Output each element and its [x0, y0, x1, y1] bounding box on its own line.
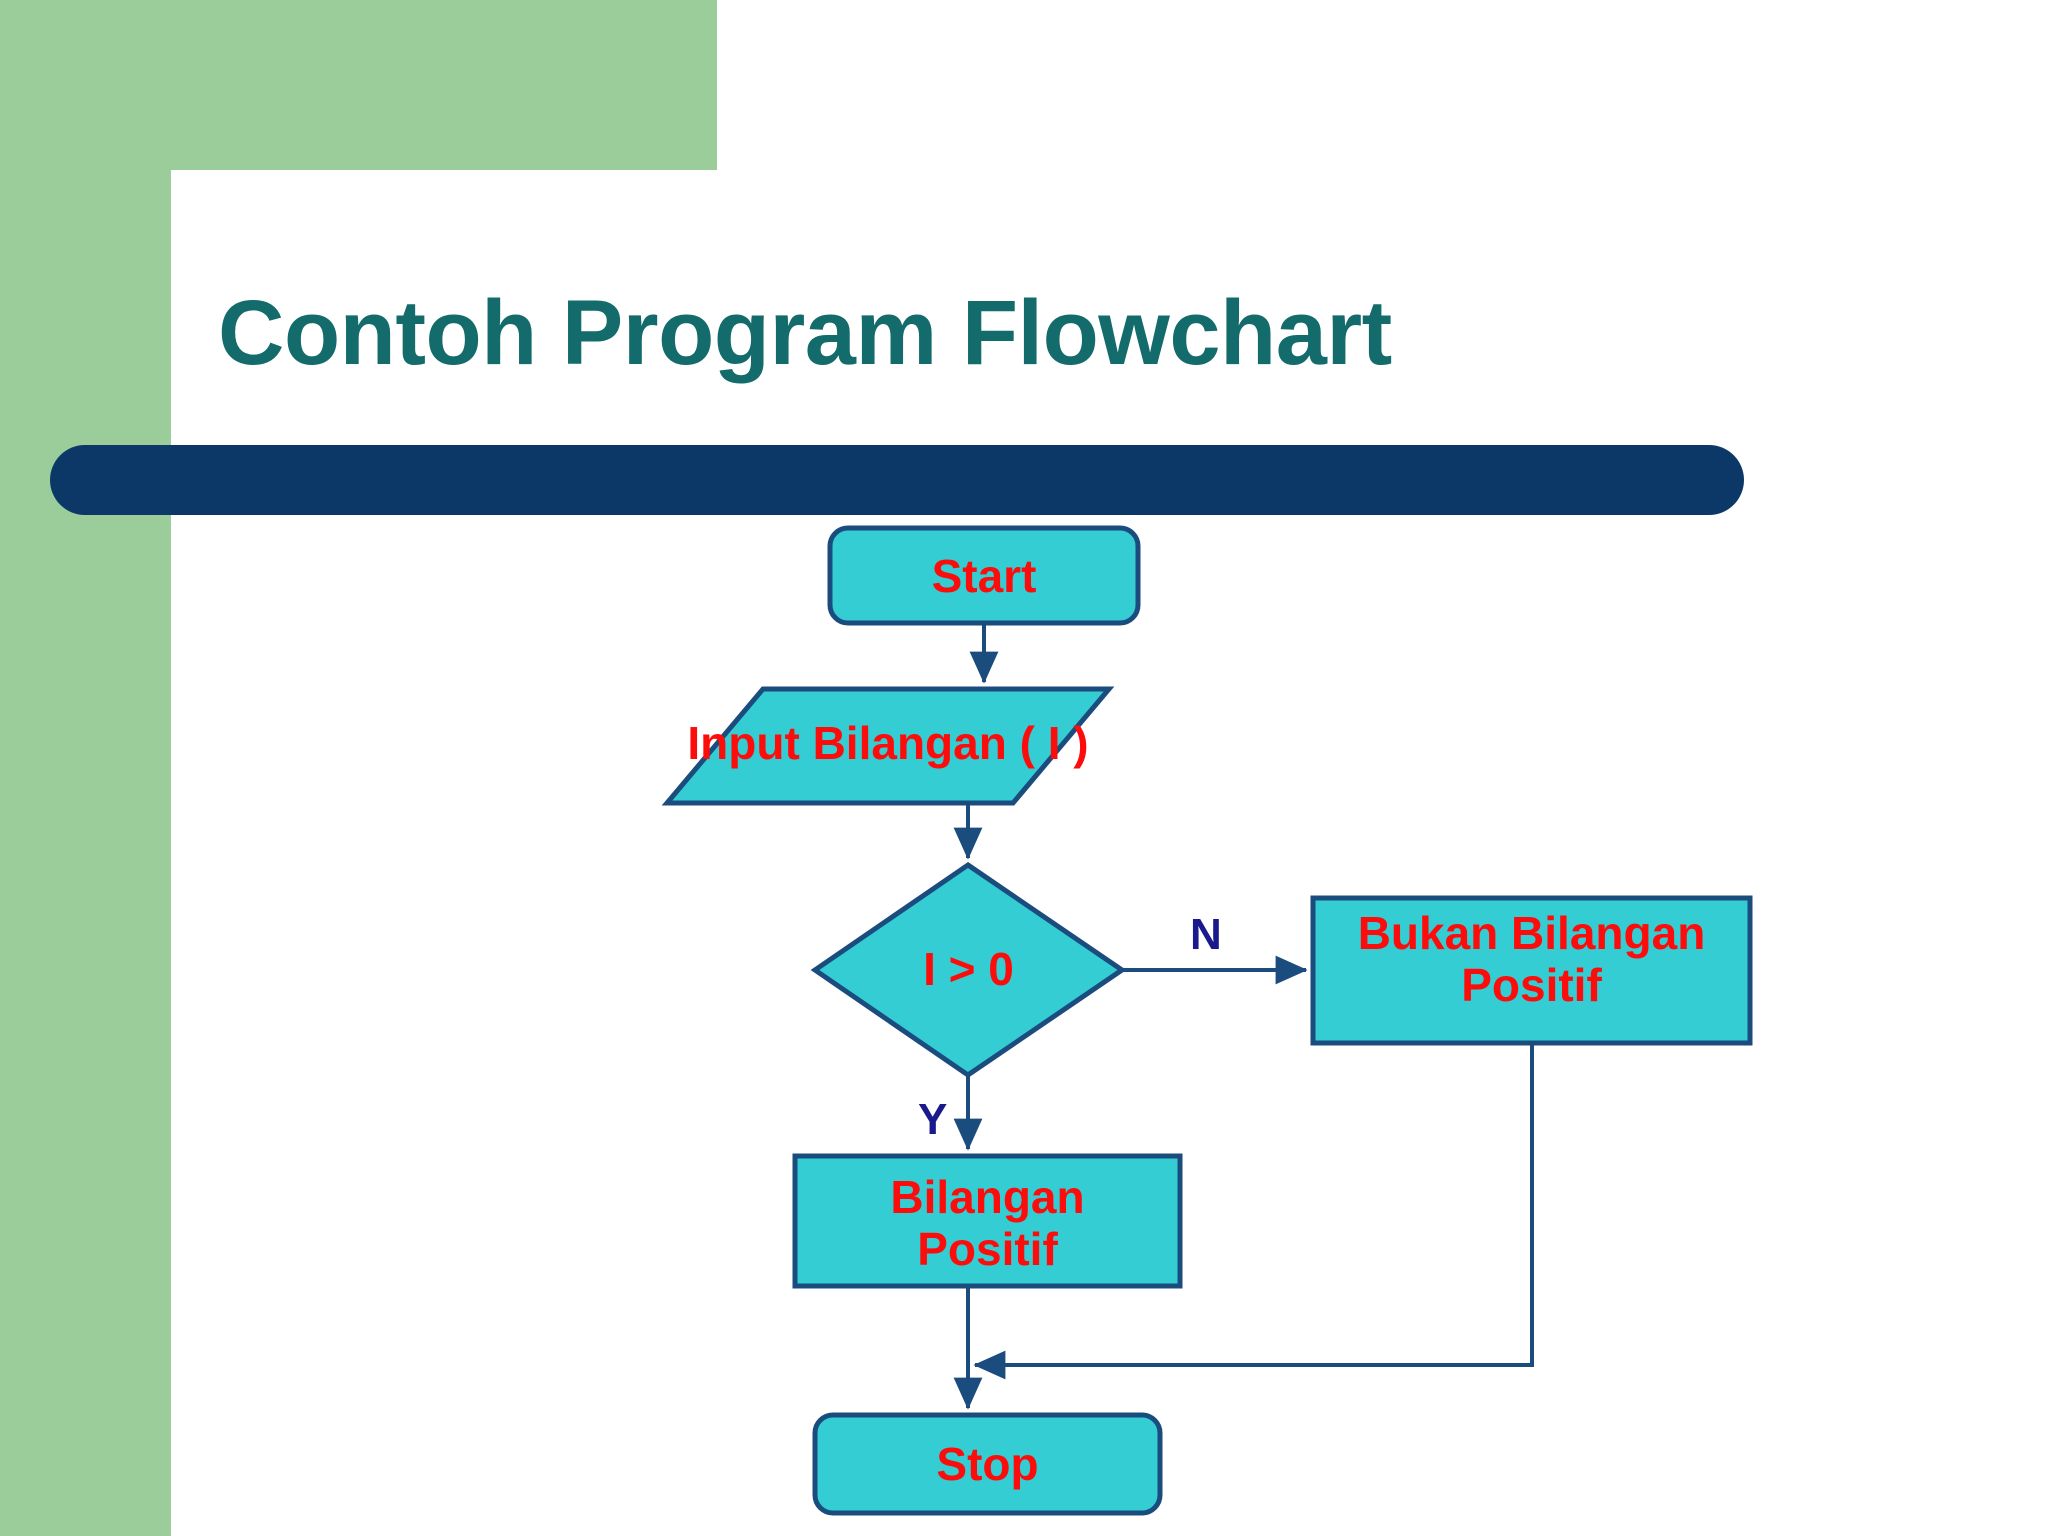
node-decision[interactable]	[810, 861, 1127, 1079]
node-positive-shape	[792, 1153, 1183, 1289]
node-positive[interactable]	[792, 1153, 1183, 1289]
node-stop-shape	[812, 1412, 1163, 1516]
node-decision-shape	[810, 861, 1127, 1079]
branch-label-n: N	[1190, 910, 1222, 959]
node-input[interactable]	[661, 686, 1115, 806]
node-not-positive[interactable]	[1310, 895, 1753, 1046]
node-start[interactable]	[827, 525, 1141, 626]
green-left-band	[0, 0, 171, 1536]
node-stop[interactable]	[812, 1412, 1163, 1516]
node-input-shape	[661, 686, 1115, 806]
page-title: Contoh Program Flowchart	[218, 282, 1392, 384]
green-top-band	[0, 0, 717, 170]
node-not-positive-shape	[1310, 895, 1753, 1046]
white-content-panel	[171, 170, 2048, 1536]
node-start-shape	[827, 525, 1141, 626]
title-underline-bar	[50, 445, 1744, 515]
branch-label-y: Y	[918, 1095, 948, 1144]
edge-notpos-to-merge	[973, 1043, 1534, 1380]
